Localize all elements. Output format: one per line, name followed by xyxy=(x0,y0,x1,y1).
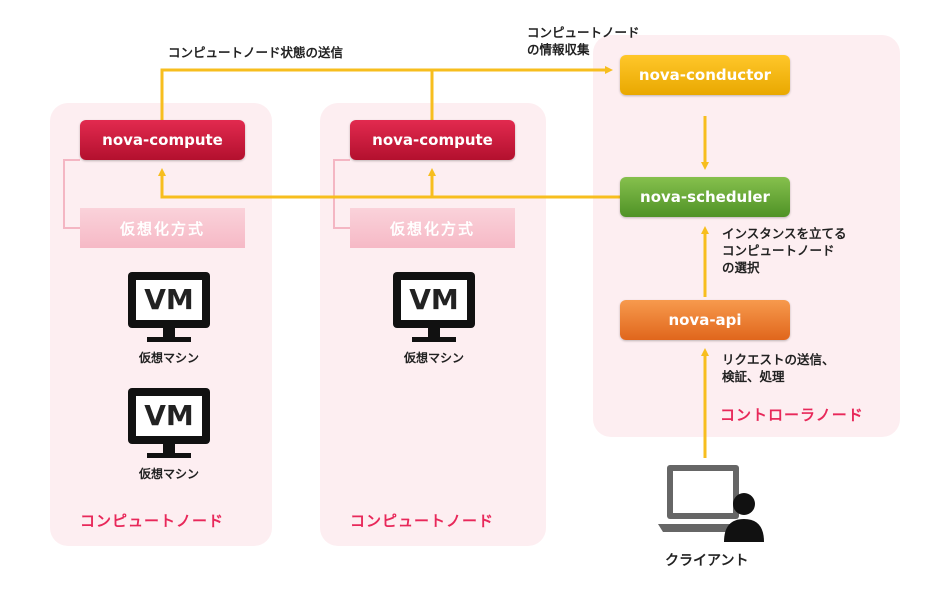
select-node-label-line3: の選択 xyxy=(722,260,760,275)
info-collect-label-line1: コンピュートノード xyxy=(527,25,640,40)
vm-1-2-caption: 仮想マシン xyxy=(138,467,199,481)
info-collect-label-line2: の情報収集 xyxy=(527,42,590,57)
nova-conductor: nova-conductor xyxy=(620,55,790,95)
select-node-label-line1: インスタンスを立てる xyxy=(722,226,847,241)
controller-node-label: コントローラノード xyxy=(720,406,864,424)
compute-node-label-2: コンピュートノード xyxy=(350,512,495,530)
vm-1-1-caption: 仮想マシン xyxy=(138,351,199,365)
compute-virt-connector-2 xyxy=(333,159,350,229)
controller-node-region xyxy=(593,35,900,437)
vm-2-1-caption: 仮想マシン xyxy=(403,351,464,365)
state-send-arrow xyxy=(160,66,613,120)
nova-api: nova-api xyxy=(620,300,790,340)
select-node-label-line2: コンピュートノード xyxy=(722,243,835,258)
virtualization-1: 仮想化方式 xyxy=(80,208,245,248)
compute-node-label-1: コンピュートノード xyxy=(80,512,225,530)
vm-1-2-label: VM xyxy=(144,399,194,432)
nova-compute-1: nova-compute xyxy=(80,120,245,160)
compute-virt-connector-1 xyxy=(63,159,80,229)
state-send-label: コンピュートノード状態の送信 xyxy=(168,45,344,60)
request-label-line2: 検証、処理 xyxy=(722,369,785,384)
request-label-line1: リクエストの送信、 xyxy=(722,352,835,367)
client-label: クライアント xyxy=(665,553,749,569)
nova-compute-2: nova-compute xyxy=(350,120,515,160)
virtualization-2: 仮想化方式 xyxy=(350,208,515,248)
scheduler-compute-arrow xyxy=(158,168,620,199)
vm-1-1-label: VM xyxy=(144,283,194,316)
nova-scheduler: nova-scheduler xyxy=(620,177,790,217)
vm-2-1-label: VM xyxy=(409,283,459,316)
